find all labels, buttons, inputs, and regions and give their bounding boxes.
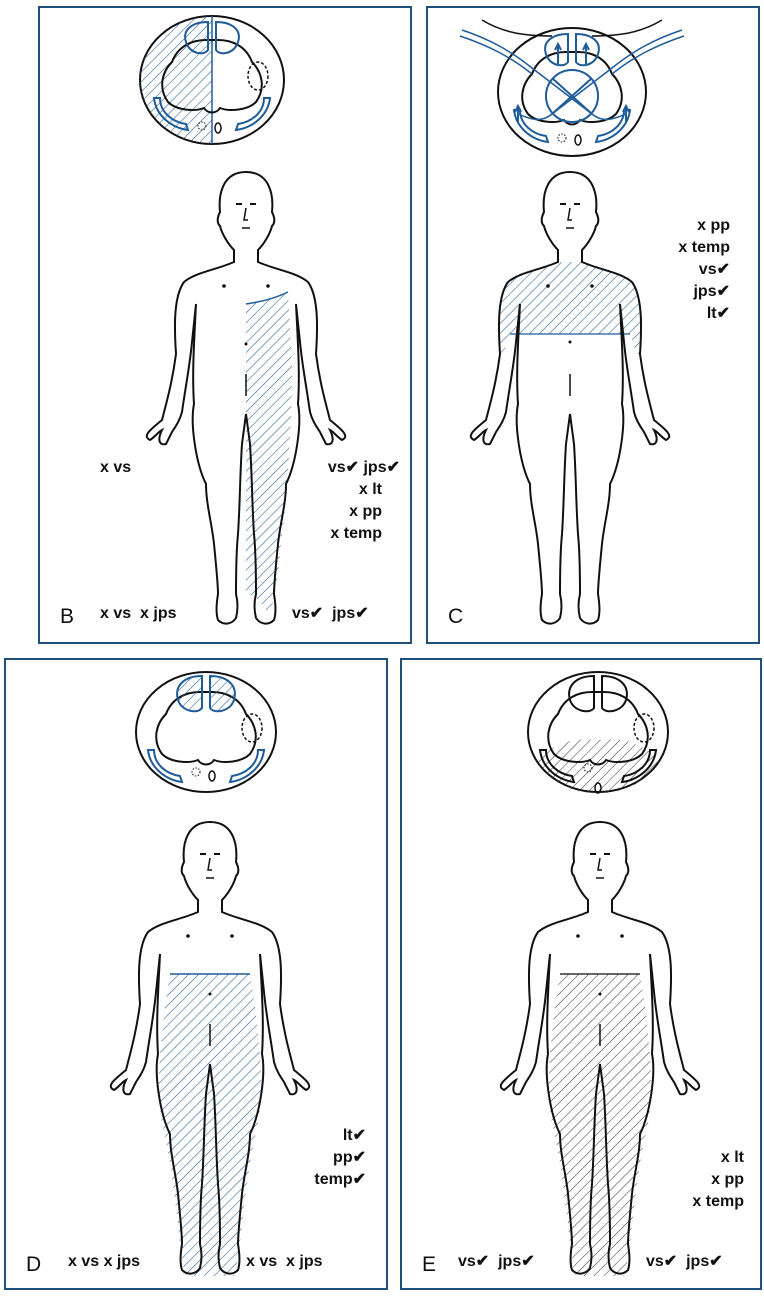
panel-c: x pp x temp vs✔ jps✔ lt✔ C bbox=[426, 6, 760, 644]
panel-d-right-label-3: temp✔ bbox=[314, 1172, 366, 1188]
panel-b-right-label-3: x pp bbox=[349, 504, 382, 520]
body-figure-b bbox=[147, 172, 345, 624]
panel-d-right-label-1: lt✔ bbox=[343, 1128, 366, 1144]
panel-e-bottom-right-label: vs✔ jps✔ bbox=[646, 1254, 723, 1270]
panel-d-letter: D bbox=[26, 1254, 41, 1275]
panel-b-drawing bbox=[40, 8, 414, 646]
panel-d-bottom-left-label: x vs x jps bbox=[68, 1254, 140, 1270]
panel-c-drawing bbox=[428, 8, 762, 646]
panel-b-bottom-right-label: vs✔ jps✔ bbox=[292, 606, 369, 622]
panel-c-right-label-1: x pp bbox=[697, 218, 730, 234]
spinal-cord-section-b bbox=[140, 16, 284, 144]
panel-c-right-label-3: vs✔ bbox=[699, 262, 730, 278]
panel-e-bottom-left-label: vs✔ jps✔ bbox=[458, 1254, 535, 1270]
panel-e-right-label-2: x pp bbox=[711, 1172, 744, 1188]
panel-b: x vs vs✔ jps✔ x lt x pp x temp B x vs x … bbox=[38, 6, 412, 644]
panel-e-right-label-3: x temp bbox=[692, 1194, 744, 1210]
body-figure-c bbox=[471, 172, 669, 624]
panel-d-drawing bbox=[6, 660, 390, 1292]
panel-b-right-label-1: vs✔ jps✔ bbox=[328, 460, 400, 476]
panel-d: lt✔ pp✔ temp✔ D x vs x jps x vs x jps bbox=[4, 658, 388, 1290]
panel-c-letter: C bbox=[448, 606, 463, 627]
panel-c-right-label-5: lt✔ bbox=[707, 306, 730, 322]
panel-e-letter: E bbox=[422, 1254, 436, 1275]
panel-d-bottom-right-label: x vs x jps bbox=[246, 1254, 323, 1270]
body-figure-e bbox=[501, 822, 699, 1276]
panel-b-letter: B bbox=[60, 606, 74, 627]
panel-b-bottom-left-label: x vs x jps bbox=[100, 606, 177, 622]
panel-e-right-label-1: x lt bbox=[721, 1150, 744, 1166]
panel-b-right-label-2: x lt bbox=[359, 482, 382, 498]
spinal-cord-section-c bbox=[460, 20, 684, 156]
spinal-cord-section-d bbox=[136, 672, 276, 792]
panel-d-right-label-2: pp✔ bbox=[333, 1150, 366, 1166]
panel-c-right-label-4: jps✔ bbox=[693, 284, 730, 300]
panel-b-right-label-4: x temp bbox=[330, 526, 382, 542]
spinal-cord-section-e bbox=[528, 672, 668, 794]
panel-c-right-label-2: x temp bbox=[678, 240, 730, 256]
panel-b-left-mid-label: x vs bbox=[100, 460, 131, 476]
panel-e: x lt x pp x temp E vs✔ jps✔ vs✔ jps✔ bbox=[400, 658, 762, 1290]
body-figure-d bbox=[111, 822, 309, 1276]
